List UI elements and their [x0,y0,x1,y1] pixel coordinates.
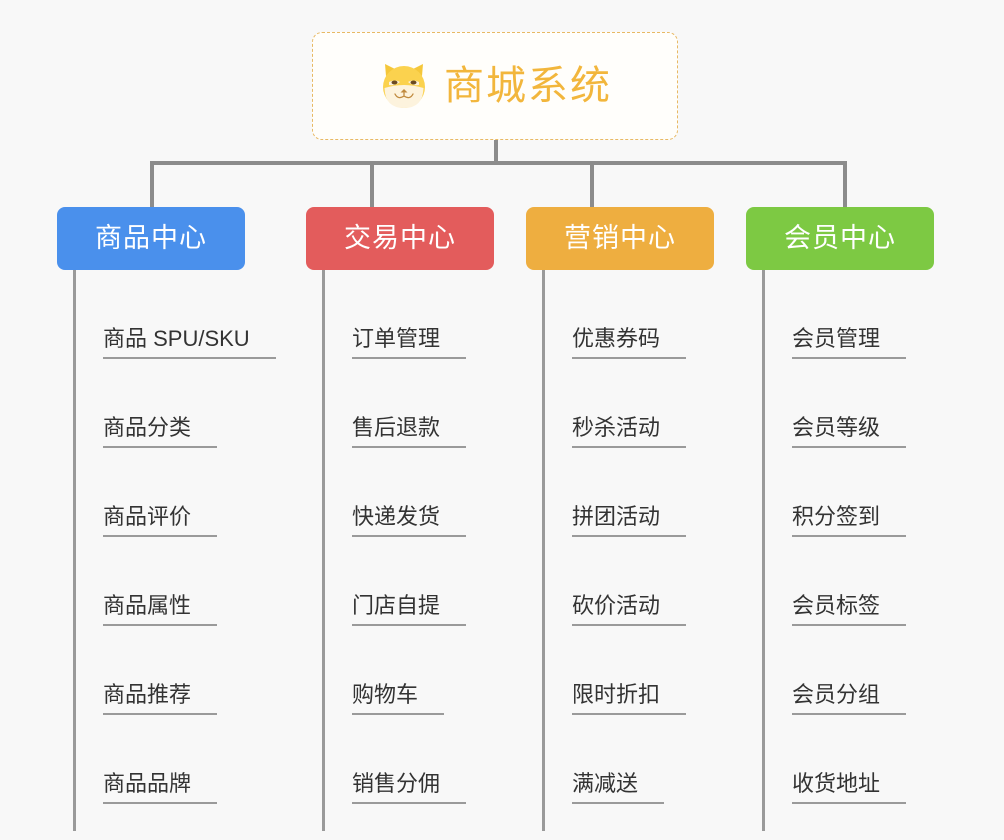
list-item-label: 商品推荐 [103,681,192,707]
list-item[interactable]: 收货地址 [746,715,934,804]
list-item-label: 快递发货 [352,503,441,529]
list-spine [322,270,325,831]
list-item[interactable]: 积分签到 [746,448,934,537]
list-spine [762,270,765,831]
list-item-label: 会员等级 [792,414,881,440]
list-item-label: 会员标签 [792,592,881,618]
connector-horizontal-bus [150,161,847,165]
list-spine [73,270,76,831]
list-item-label: 砍价活动 [572,592,661,618]
category-header-member-center[interactable]: 会员中心 [746,207,934,270]
list-item[interactable]: 订单管理 [306,270,494,359]
list-item-label: 门店自提 [352,592,441,618]
list-item-label: 拼团活动 [572,503,661,529]
item-list-member-center: 会员管理 会员等级 积分签到 会员标签 会员分组 收货地址 [746,270,934,831]
list-item[interactable]: 秒杀活动 [526,359,714,448]
shiba-dog-face-icon [378,60,430,112]
column-member-center: 会员中心 会员管理 会员等级 积分签到 会员标签 会员分组 收货地址 [746,207,934,831]
category-header-product-center[interactable]: 商品中心 [57,207,245,270]
list-item-label: 满减送 [572,770,639,796]
list-item[interactable]: 商品 SPU/SKU [57,270,276,359]
list-item[interactable]: 门店自提 [306,537,494,626]
item-list-marketing-center: 优惠券码 秒杀活动 拼团活动 砍价活动 限时折扣 满减送 [526,270,714,831]
list-item-label: 会员管理 [792,325,881,351]
list-item[interactable]: 售后退款 [306,359,494,448]
category-label: 营销中心 [564,223,676,253]
list-item[interactable]: 销售分佣 [306,715,494,804]
list-item-label: 商品属性 [103,592,192,618]
list-item[interactable]: 商品属性 [57,537,276,626]
list-item[interactable]: 会员标签 [746,537,934,626]
connector-root-vertical [494,140,498,164]
list-item[interactable]: 拼团活动 [526,448,714,537]
connector-drop-marketing-center [590,161,594,207]
list-item-label: 商品品牌 [103,770,192,796]
category-header-marketing-center[interactable]: 营销中心 [526,207,714,270]
category-label: 交易中心 [344,223,456,253]
list-item-label: 限时折扣 [572,681,661,707]
root-node-title: 商城系统 [444,64,612,108]
list-item-label: 会员分组 [792,681,881,707]
category-label: 商品中心 [95,223,207,253]
category-header-trade-center[interactable]: 交易中心 [306,207,494,270]
column-product-center: 商品中心 商品 SPU/SKU 商品分类 商品评价 商品属性 商品推荐 商品品牌 [57,207,276,831]
list-item[interactable]: 购物车 [306,626,494,715]
list-item-label: 收货地址 [792,770,881,796]
list-item-label: 商品评价 [103,503,192,529]
category-label: 会员中心 [784,223,896,253]
list-item[interactable]: 会员等级 [746,359,934,448]
list-spine [542,270,545,831]
list-item[interactable]: 商品推荐 [57,626,276,715]
root-node-card[interactable]: 商城系统 [312,32,678,140]
list-item-label: 订单管理 [352,325,441,351]
list-item-label: 秒杀活动 [572,414,661,440]
list-item[interactable]: 优惠券码 [526,270,714,359]
list-item[interactable]: 满减送 [526,715,714,804]
list-item[interactable]: 限时折扣 [526,626,714,715]
list-item-label: 优惠券码 [572,325,661,351]
list-item-label: 销售分佣 [352,770,441,796]
list-item[interactable]: 砍价活动 [526,537,714,626]
connector-drop-trade-center [370,161,374,207]
connector-drop-member-center [843,161,847,207]
list-item[interactable]: 会员管理 [746,270,934,359]
item-list-trade-center: 订单管理 售后退款 快递发货 门店自提 购物车 销售分佣 [306,270,494,831]
list-item-label: 购物车 [352,681,419,707]
list-item-label: 积分签到 [792,503,881,529]
list-item[interactable]: 商品评价 [57,448,276,537]
column-marketing-center: 营销中心 优惠券码 秒杀活动 拼团活动 砍价活动 限时折扣 满减送 [526,207,714,831]
list-item-label: 商品分类 [103,414,192,440]
column-trade-center: 交易中心 订单管理 售后退款 快递发货 门店自提 购物车 销售分佣 [306,207,494,831]
connector-drop-product-center [150,161,154,207]
item-list-product-center: 商品 SPU/SKU 商品分类 商品评价 商品属性 商品推荐 商品品牌 [57,270,276,831]
list-item[interactable]: 快递发货 [306,448,494,537]
list-item-label: 商品 SPU/SKU [103,325,250,351]
list-item[interactable]: 商品品牌 [57,715,276,804]
list-item[interactable]: 会员分组 [746,626,934,715]
list-item[interactable]: 商品分类 [57,359,276,448]
list-item-label: 售后退款 [352,414,441,440]
